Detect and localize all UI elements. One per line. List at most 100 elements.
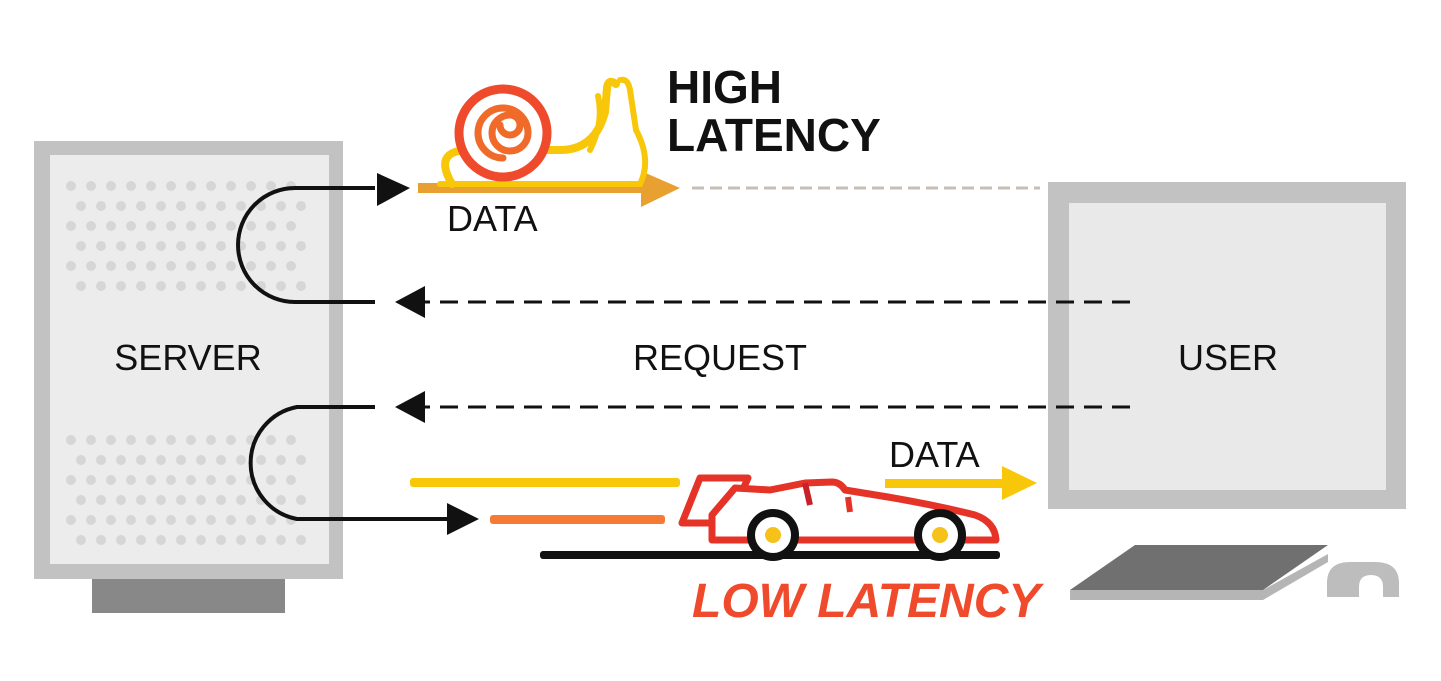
vent-dot bbox=[176, 281, 186, 291]
high-data-arrowhead bbox=[641, 171, 680, 207]
vent-dot bbox=[246, 515, 256, 525]
high-latency-title-line1: HIGH bbox=[667, 61, 782, 113]
vent-dot bbox=[146, 261, 156, 271]
vent-dot bbox=[286, 475, 296, 485]
vent-dot bbox=[276, 201, 286, 211]
vent-dot bbox=[126, 515, 136, 525]
monitor-screen bbox=[1069, 203, 1386, 490]
vent-dot bbox=[286, 435, 296, 445]
top-loop-arrow bbox=[236, 186, 375, 304]
vent-dot bbox=[256, 535, 266, 545]
vent-dot bbox=[66, 261, 76, 271]
vent-dot bbox=[246, 181, 256, 191]
vent-dot bbox=[96, 455, 106, 465]
race-car-icon bbox=[678, 474, 1000, 561]
vent-dot bbox=[236, 201, 246, 211]
vent-dot bbox=[206, 515, 216, 525]
vent-dot bbox=[216, 455, 226, 465]
vent-dot bbox=[276, 535, 286, 545]
speed-line-orange bbox=[490, 515, 665, 524]
vent-dot bbox=[206, 221, 216, 231]
vent-dot bbox=[66, 181, 76, 191]
vent-dot bbox=[196, 241, 206, 251]
vent-dot bbox=[156, 535, 166, 545]
vent-dot bbox=[76, 455, 86, 465]
vent-dot bbox=[96, 201, 106, 211]
vent-dot bbox=[96, 241, 106, 251]
low-data-label: DATA bbox=[889, 434, 980, 475]
vent-dot bbox=[176, 201, 186, 211]
vent-dot bbox=[76, 495, 86, 505]
request-arrowhead-top bbox=[395, 286, 425, 318]
server-vent-bottom bbox=[66, 435, 306, 545]
vent-dot bbox=[276, 241, 286, 251]
request-flow: REQUEST bbox=[395, 286, 1130, 423]
vent-dot bbox=[276, 495, 286, 505]
vent-dot bbox=[106, 475, 116, 485]
vent-dot bbox=[116, 201, 126, 211]
vent-dot bbox=[296, 281, 306, 291]
vent-dot bbox=[236, 281, 246, 291]
vent-dot bbox=[156, 241, 166, 251]
server: SERVER bbox=[34, 141, 343, 613]
top-loop-arrowhead bbox=[377, 173, 410, 206]
vent-dot bbox=[216, 495, 226, 505]
vent-dot bbox=[66, 221, 76, 231]
vent-dot bbox=[86, 435, 96, 445]
vent-dot bbox=[256, 241, 266, 251]
vent-dot bbox=[86, 181, 96, 191]
vent-dot bbox=[226, 515, 236, 525]
vent-dot bbox=[126, 435, 136, 445]
vent-dot bbox=[226, 475, 236, 485]
vent-dot bbox=[216, 201, 226, 211]
vent-dot bbox=[106, 515, 116, 525]
vent-dot bbox=[116, 281, 126, 291]
vent-dot bbox=[86, 221, 96, 231]
bottom-loop-arrowhead bbox=[447, 503, 479, 535]
bottom-loop-arrow bbox=[248, 405, 450, 521]
vent-dot bbox=[146, 181, 156, 191]
mouse-icon bbox=[1327, 562, 1399, 597]
vent-dot bbox=[226, 435, 236, 445]
snail-icon bbox=[437, 76, 649, 188]
vent-dot bbox=[176, 241, 186, 251]
vent-dot bbox=[166, 435, 176, 445]
vent-dot bbox=[156, 201, 166, 211]
vent-dot bbox=[96, 281, 106, 291]
vent-dot bbox=[196, 281, 206, 291]
vent-dot bbox=[106, 261, 116, 271]
high-data-arrow-shaft bbox=[418, 183, 643, 193]
vent-dot bbox=[106, 221, 116, 231]
vent-dot bbox=[116, 535, 126, 545]
vent-dot bbox=[196, 535, 206, 545]
request-label: REQUEST bbox=[633, 337, 807, 378]
server-base bbox=[92, 575, 285, 613]
vent-dot bbox=[126, 181, 136, 191]
vent-dot bbox=[296, 201, 306, 211]
vent-dot bbox=[136, 241, 146, 251]
vent-dot bbox=[126, 261, 136, 271]
vent-dot bbox=[286, 261, 296, 271]
rear-wheel bbox=[747, 509, 799, 561]
vent-dot bbox=[156, 455, 166, 465]
vent-dot bbox=[236, 495, 246, 505]
vent-dot bbox=[226, 261, 236, 271]
vent-dot bbox=[106, 181, 116, 191]
vent-dot bbox=[156, 281, 166, 291]
vent-dot bbox=[276, 281, 286, 291]
vent-dot bbox=[296, 495, 306, 505]
vent-dot bbox=[86, 515, 96, 525]
vent-dot bbox=[76, 201, 86, 211]
vent-dot bbox=[216, 241, 226, 251]
front-wheel bbox=[914, 509, 966, 561]
vent-dot bbox=[296, 535, 306, 545]
user-label: USER bbox=[1178, 337, 1278, 378]
vent-dot bbox=[136, 201, 146, 211]
high-data-label: DATA bbox=[447, 198, 538, 239]
vent-dot bbox=[206, 181, 216, 191]
vent-dot bbox=[186, 221, 196, 231]
vent-dot bbox=[216, 535, 226, 545]
vent-dot bbox=[146, 435, 156, 445]
vent-dot bbox=[96, 495, 106, 505]
vent-dot bbox=[116, 495, 126, 505]
